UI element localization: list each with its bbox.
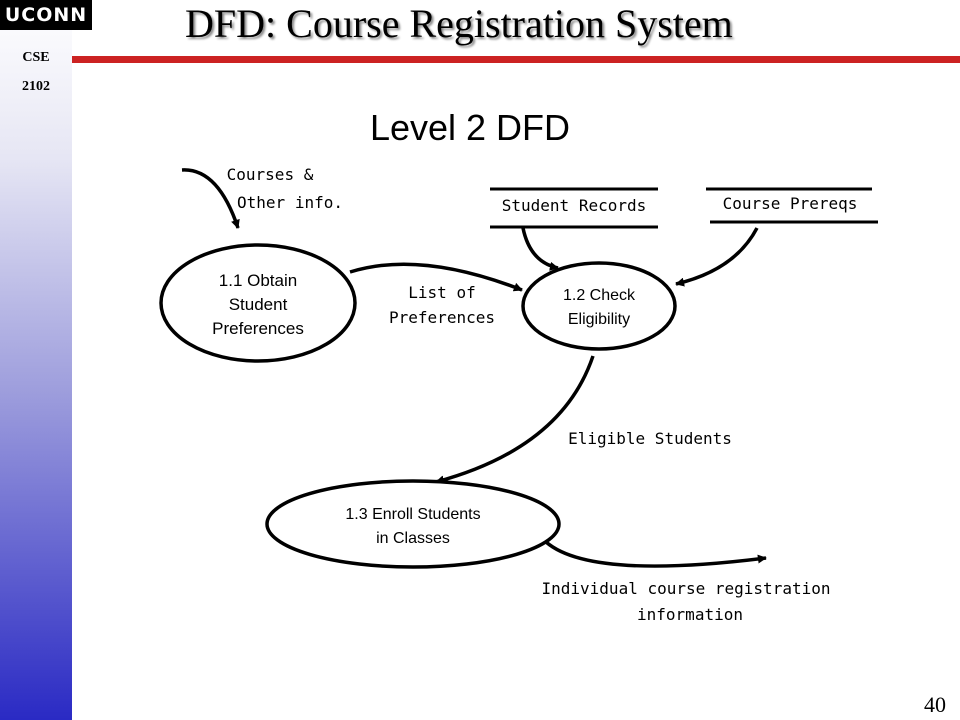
process-1-3-bubble	[265, 479, 561, 569]
title-underline-bar	[72, 56, 960, 63]
flow-registration-info-arrow	[544, 540, 767, 568]
page-number: 40	[924, 692, 946, 717]
process-1-2-label-line1: 1.2 Check	[563, 287, 636, 304]
flow-courses-info-arrow	[181, 168, 240, 229]
course-number: 2102	[22, 79, 50, 94]
flow-student-records-arrow	[521, 227, 559, 271]
flow-registration-info-label-line2: information	[637, 605, 743, 624]
flow-preferences-label-line2: Preferences	[389, 308, 495, 327]
flow-course-prereqs-arrow	[675, 227, 759, 287]
flow-courses-info-label-line1: Courses &	[227, 165, 314, 184]
sidebar-gradient	[0, 0, 72, 720]
slide-title: DFD: Course Registration System	[185, 1, 733, 46]
store-student-records-label: Student Records	[502, 196, 647, 215]
process-1-2-bubble	[521, 261, 677, 351]
diagram-subtitle: Level 2 DFD	[370, 107, 570, 148]
flow-registration-info-label-line1: Individual course registration	[542, 579, 831, 598]
flow-courses-info-label-line2: Other info.	[237, 193, 343, 212]
process-1-1-label-line1: 1.1 Obtain	[219, 271, 297, 290]
process-1-1-bubble	[159, 243, 357, 363]
uconn-logo: UCONN	[0, 0, 92, 30]
flow-eligible-students-label: Eligible Students	[568, 429, 732, 448]
process-1-3-label-line2: in Classes	[376, 530, 450, 547]
process-1-1-label-line3: Preferences	[212, 319, 304, 338]
process-1-3-label-line1: 1.3 Enroll Students	[345, 506, 480, 523]
flow-eligible-students-arrow	[435, 355, 595, 485]
process-1-2-label-line2: Eligibility	[568, 311, 630, 328]
course-code: CSE	[22, 50, 50, 65]
process-1-1-label-line2: Student	[229, 295, 288, 314]
flow-preferences-arrow	[349, 262, 523, 292]
store-course-prereqs-label: Course Prereqs	[723, 194, 858, 213]
flow-preferences-label-line1: List of	[408, 283, 475, 302]
